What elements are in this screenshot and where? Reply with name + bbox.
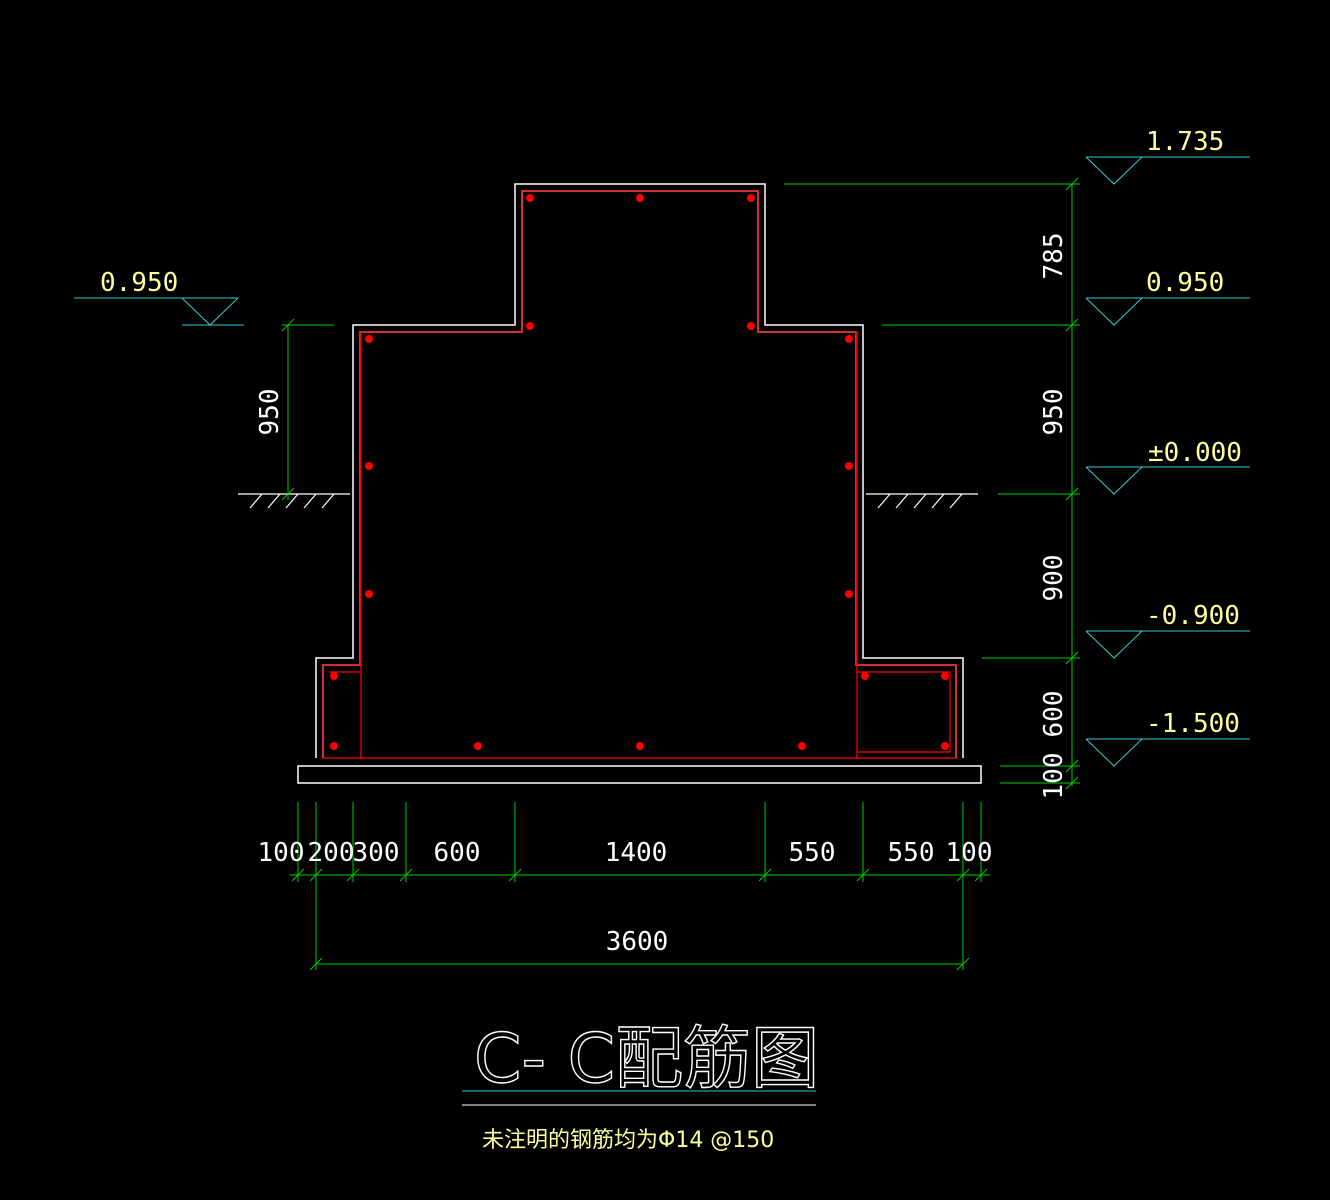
rebar-dot	[365, 590, 373, 598]
level-label-left: 0.950	[100, 268, 178, 298]
rebar-dot	[845, 335, 853, 343]
dim-100-vertical: 100	[1039, 753, 1069, 800]
rebar-dot	[365, 462, 373, 470]
dim-300: 300	[353, 838, 400, 868]
rebar-dot	[474, 742, 482, 750]
horizontal-dimension-texts: 100 200 300 600 1400 550 550 100 3600	[258, 838, 993, 957]
rebar-dot	[330, 742, 338, 750]
rebar-dot	[636, 742, 644, 750]
rebar-dot	[330, 672, 338, 680]
level-label: 1.735	[1146, 127, 1224, 157]
drawing-title: C- C配筋图	[474, 1020, 819, 1099]
right-dimension-chain	[784, 177, 1080, 790]
rebar-dot	[941, 742, 949, 750]
rebar-dot	[526, 322, 534, 330]
blinding-layer	[297, 765, 982, 784]
level-label: 0.950	[1146, 268, 1224, 298]
rebar-dot	[747, 194, 755, 202]
right-dimension-texts: 785 950 900 600 100	[1039, 233, 1069, 800]
dim-600: 600	[1039, 691, 1069, 738]
left-dimension	[281, 318, 334, 501]
title-underlines	[462, 1090, 816, 1106]
outline-inner	[322, 190, 957, 758]
level-label: -1.500	[1146, 709, 1240, 739]
rebar-dot	[365, 335, 373, 343]
dim-785: 785	[1039, 233, 1069, 280]
ground-lines	[238, 493, 978, 509]
level-marker-left	[74, 297, 244, 326]
dim-950-left: 950	[255, 389, 285, 436]
rebar-dot	[861, 672, 869, 680]
dim-600: 600	[434, 838, 481, 868]
rebar-dot	[526, 194, 534, 202]
rebar-dots	[330, 194, 949, 750]
dim-550-b: 550	[888, 838, 935, 868]
drawing-note: 未注明的钢筋均为Φ14 @150	[482, 1128, 774, 1153]
horizontal-dimension-chain	[290, 802, 990, 971]
rebar-dot	[845, 590, 853, 598]
rebar-lines	[322, 190, 957, 759]
dim-550-a: 550	[789, 838, 836, 868]
dim-1400: 1400	[605, 838, 668, 868]
rebar-dot	[636, 194, 644, 202]
dim-100-right: 100	[946, 838, 993, 868]
rebar-dot	[845, 462, 853, 470]
dim-900: 900	[1039, 555, 1069, 602]
level-label: ±0.000	[1148, 438, 1242, 468]
rebar-dot	[941, 672, 949, 680]
level-label: -0.900	[1146, 601, 1240, 631]
rebar-dot	[798, 742, 806, 750]
dim-950-right: 950	[1039, 389, 1069, 436]
level-labels-right: 1.735 0.950 ±0.000 -0.900 -1.500	[1146, 127, 1242, 739]
outline-outer	[315, 183, 964, 758]
dim-3600: 3600	[606, 927, 669, 957]
dim-200: 200	[308, 838, 355, 868]
dim-100-left: 100	[258, 838, 305, 868]
level-markers-right	[1085, 156, 1250, 767]
concrete-outline	[297, 183, 982, 784]
rebar-dot	[747, 322, 755, 330]
